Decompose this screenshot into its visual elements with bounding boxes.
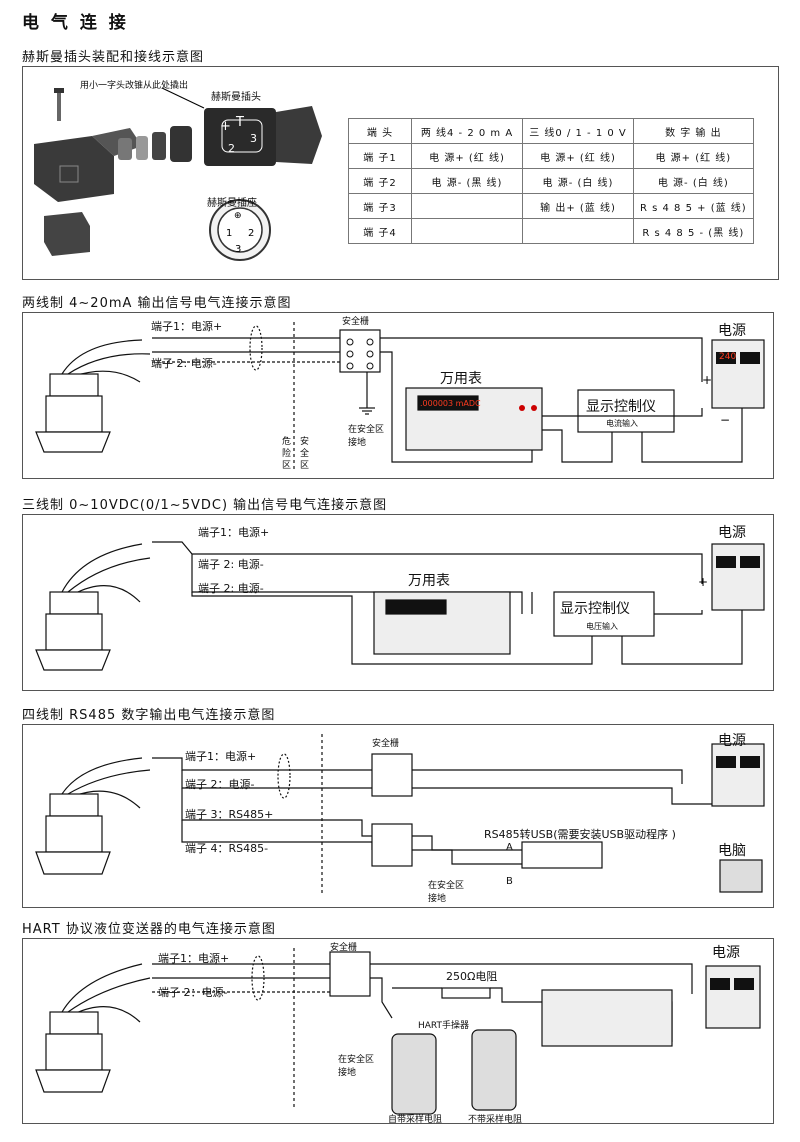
svg-text:3: 3 — [250, 132, 257, 145]
two-wire-heading: 两线制 4~20mA 输出信号电气连接示意图 — [22, 296, 292, 311]
tw-ground-label: 在安全区 接地 — [348, 425, 385, 448]
tw-display-sub: 电流输入 — [606, 419, 638, 428]
three-wire-heading: 三线制 0~10VDC(0/1~5VDC) 输出信号电气连接示意图 — [22, 498, 388, 513]
th-t1-label: 端子1：电源+ — [198, 526, 270, 539]
rs-barrier-label: 安全栅 — [372, 739, 400, 749]
tw-barrier-label: 安全栅 — [342, 317, 370, 327]
svg-text:1: 1 — [226, 228, 232, 239]
table-row: 端 子1 电 源+ (红 线) 电 源+ (红 线) 电 源+ (红 线) — [348, 143, 754, 169]
ha-with-r-label: 自带采样电阻 — [388, 1115, 443, 1125]
tw-t2-label: 端子 2: 电源- — [151, 357, 217, 370]
ha-power-label: 电源 — [712, 945, 740, 961]
rs-power-label: 电源 — [718, 733, 746, 749]
svg-text:3: 3 — [235, 244, 241, 255]
table-header: 两 线4 - 2 0 m A — [411, 118, 523, 144]
table-row: 端 子4 R s 4 8 5 - (黑 线) — [348, 218, 754, 244]
tw-power-label: 电源 — [718, 323, 746, 339]
ha-ground-label: 在安全区 接地 — [338, 1055, 375, 1078]
ha-t1-label: 端子1：电源+ — [158, 952, 230, 965]
hart-diagram — [35, 948, 761, 1115]
table-cell: 端 子3 — [348, 193, 412, 219]
ha-without-r-label: 不带采样电阻 — [468, 1115, 523, 1125]
ha-device-label: HART手操器 — [418, 1021, 470, 1031]
hirschmann-heading: 赫斯曼插头装配和接线示意图 — [22, 50, 205, 65]
rs-t2-label: 端子 2：电源- — [185, 778, 255, 791]
tw-safe-label: 安 全 区 — [300, 437, 310, 471]
ha-resistor-label: 250Ω电阻 — [446, 970, 498, 983]
th-meter-label: 万用表 — [408, 573, 450, 589]
table-cell: 电 源- (白 线) — [633, 168, 754, 194]
pinout-table: 端 头 两 线4 - 2 0 m A 三 线0 / 1 - 1 0 V 数 字 … — [348, 118, 754, 244]
svg-text:2: 2 — [228, 142, 235, 155]
ha-barrier-label: 安全栅 — [330, 943, 358, 953]
table-cell: 电 源+ (红 线) — [411, 143, 523, 169]
table-header: 三 线0 / 1 - 1 0 V — [522, 118, 634, 144]
table-header: 数 字 输 出 — [633, 118, 754, 144]
rs-pc-label: 电脑 — [718, 843, 746, 859]
ha-t2-label: 端子 2：电源- — [158, 986, 228, 999]
table-cell — [522, 218, 634, 244]
table-row: 端 子3 输 出+ (蓝 线) R s 4 8 5 + (蓝 线) — [348, 193, 754, 219]
th-display-sub: 电压输入 — [586, 622, 618, 631]
screw-note-label: 用小一字头改锥从此处撬出 — [80, 81, 189, 91]
table-cell: 电 源- (黑 线) — [411, 168, 523, 194]
svg-text:⊕: ⊕ — [234, 211, 242, 221]
tw-meter-readout: .000003 mADC — [420, 399, 481, 408]
three-wire-diagram: + — [35, 541, 765, 671]
table-cell: R s 4 8 5 - (黑 线) — [633, 218, 754, 244]
table-cell — [411, 218, 523, 244]
svg-text:T: T — [235, 115, 244, 130]
tw-psu-digits: 240 — [719, 352, 737, 362]
th-t2-label: 端子 2: 电源- — [198, 558, 264, 571]
svg-text:+: + — [698, 575, 708, 589]
two-wire-diagram: + − — [35, 322, 765, 472]
table-cell: R s 4 8 5 + (蓝 线) — [633, 193, 754, 219]
page-title: 电 气 连 接 — [22, 13, 129, 33]
rs485-heading: 四线制 RS485 数字输出电气连接示意图 — [22, 708, 276, 723]
rs-t4-label: 端子 4：RS485- — [185, 842, 269, 855]
rs485-diagram — [35, 734, 765, 894]
tw-danger-label: 危 险 区 — [282, 437, 292, 471]
table-cell: 输 出+ (蓝 线) — [522, 193, 634, 219]
tw-meter-label: 万用表 — [440, 371, 482, 387]
svg-text:+: + — [702, 373, 712, 387]
table-cell: 电 源- (白 线) — [522, 168, 634, 194]
table-cell: 端 子4 — [348, 218, 412, 244]
hirschmann-drawing: + T 3 2 ⊕ 1 2 3 — [34, 87, 322, 261]
rs-ground-label: 在安全区 接地 — [428, 881, 465, 904]
table-cell: 端 子2 — [348, 168, 412, 194]
tw-t1-label: 端子1：电源+ — [151, 320, 223, 333]
rs-t3-label: 端子 3：RS485+ — [185, 808, 274, 821]
svg-text:−: − — [720, 413, 730, 427]
tw-display-label: 显示控制仪 — [586, 399, 656, 415]
th-display-label: 显示控制仪 — [560, 601, 630, 617]
rs-t1-label: 端子1：电源+ — [185, 750, 257, 763]
table-cell: 端 子1 — [348, 143, 412, 169]
hart-heading: HART 协议液位变送器的电气连接示意图 — [22, 922, 276, 937]
table-cell: 电 源+ (红 线) — [522, 143, 634, 169]
th-power-label: 电源 — [718, 525, 746, 541]
rs-converter-label: RS485转USB(需要安装USB驱动程序 ) — [484, 828, 676, 841]
table-cell: 电 源+ (红 线) — [633, 143, 754, 169]
th-t3-label: 端子 2: 电源- — [198, 582, 264, 595]
svg-text:+: + — [220, 119, 231, 134]
table-header-row: 端 头 两 线4 - 2 0 m A 三 线0 / 1 - 1 0 V 数 字 … — [348, 118, 754, 144]
table-cell — [411, 193, 523, 219]
rs-a-label: A — [506, 842, 513, 853]
svg-text:2: 2 — [248, 228, 254, 239]
table-row: 端 子2 电 源- (黑 线) 电 源- (白 线) 电 源- (白 线) — [348, 168, 754, 194]
socket-label: 赫斯曼插座 — [207, 198, 257, 209]
plug-label: 赫斯曼插头 — [211, 92, 261, 103]
table-header: 端 头 — [348, 118, 412, 144]
rs-b-label: B — [506, 876, 513, 887]
